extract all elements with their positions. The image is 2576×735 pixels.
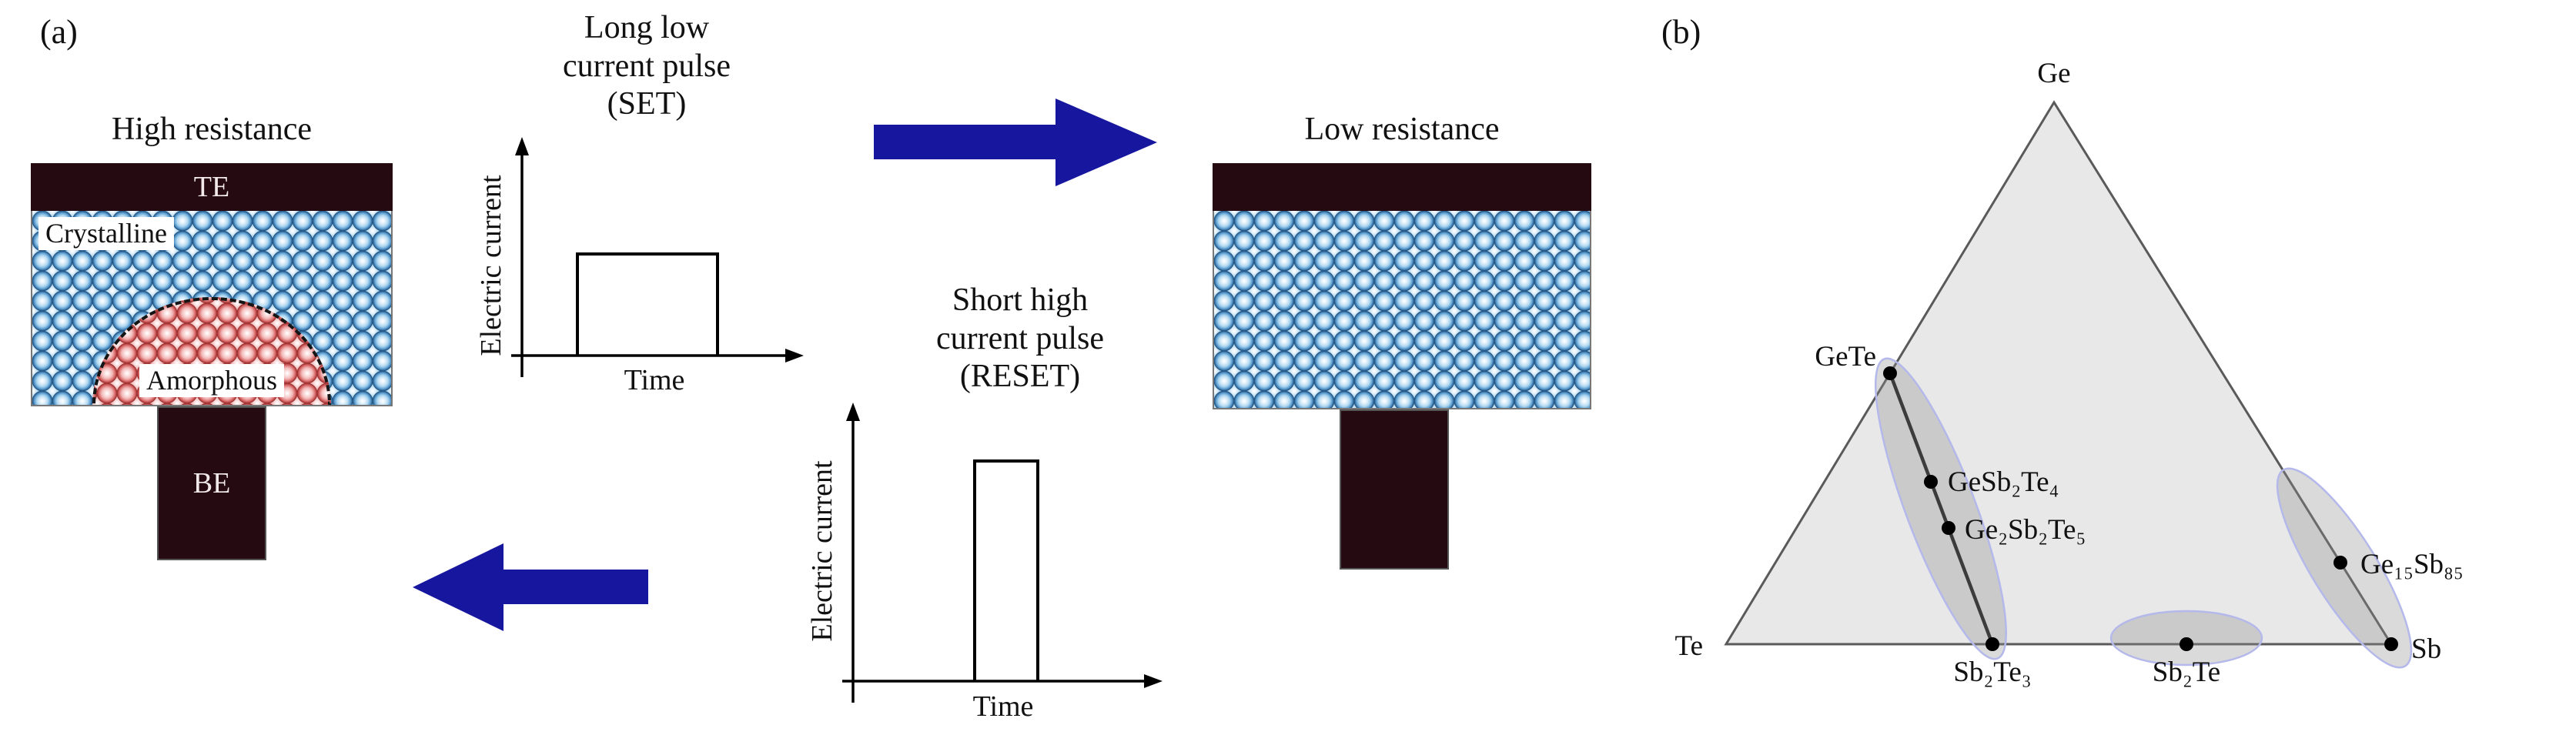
reset-title-line-1: Short high [952,282,1089,318]
reset-arrow-icon [413,543,648,631]
reset-title-line-3: (RESET) [959,359,1081,395]
label-ge2sb2te5: Ge₂Sb₂Te₅ [1965,514,2086,546]
reset-y-arrowhead-icon [846,403,860,421]
crystalline-label: Crystalline [38,217,174,251]
set-x-axis-label: Time [624,364,685,396]
gete-sb2te3-tieline [1888,373,1995,645]
reset-title-line-2: current pulse [935,320,1105,356]
label-ge15sb85: Ge₁₅Sb₈₅ [2360,549,2464,580]
set-y-arrowhead-icon [515,137,529,155]
reset-x-arrowhead-icon [1144,674,1163,688]
bottom-electrode-right [1340,409,1449,570]
ternary-phase-diagram: Ge Te Sb GeTe GeSb₂Te₄ Ge₂Sb₂Te₅ Sb₂Te₃ … [1675,58,2464,688]
crystalline-region-left: Crystalline Amorphous [31,211,393,406]
point-ge2sb2te5 [1942,521,1955,535]
amorphous-label: Amorphous [139,363,284,397]
set-title-line-2: current pulse [562,48,731,84]
reset-pulse-plot [842,403,1163,703]
set-pulse-waveform [576,252,719,356]
panel-b-label: (b) [1661,13,1701,51]
reset-axes [842,403,1163,703]
set-title-line-3: (SET) [607,86,687,122]
point-gete [1883,366,1897,380]
point-sb [2384,637,2398,651]
top-electrode-left: TE [31,163,393,211]
set-pulse-plot [511,137,804,377]
label-gete: GeTe [1815,341,1876,373]
set-title-line-1: Long low [584,10,710,45]
point-gesb2te4 [1924,475,1938,489]
set-pulse-title: Long low current pulse (SET) [493,9,801,124]
vertex-label-te: Te [1675,630,1703,662]
reset-x-axis-label: Time [972,690,1034,723]
label-gesb2te4: GeSb₂Te₄ [1948,466,2059,498]
set-y-axis-label: Electric current [475,175,507,356]
set-axes [511,137,804,377]
point-ge15sb85 [2333,556,2347,570]
vertex-label-ge: Ge [2037,58,2070,89]
bottom-electrode-label: BE [192,467,231,499]
set-arrow-icon [874,99,1157,186]
reset-y-axis-label: Electric current [806,460,838,642]
label-sb2te3: Sb₂Te₃ [1953,656,2031,688]
panel-a-label: (a) [40,13,78,51]
reset-pulse-waveform [973,459,1039,681]
point-sb2te [2180,637,2193,651]
set-x-arrowhead-icon [785,349,804,362]
top-electrode-right [1213,163,1591,211]
high-resistance-title: High resistance [111,112,313,147]
point-sb2te3 [1986,637,1999,651]
low-resistance-title: Low resistance [1304,112,1500,147]
crystalline-region-right [1213,211,1591,409]
vertex-label-sb: Sb [2411,633,2441,665]
ternary-triangle [1724,100,2394,646]
top-electrode-label: TE [193,171,230,203]
bottom-electrode-left: BE [157,406,266,560]
label-sb2te: Sb₂Te [2153,656,2220,688]
reset-pulse-title: Short high current pulse (RESET) [862,282,1178,396]
